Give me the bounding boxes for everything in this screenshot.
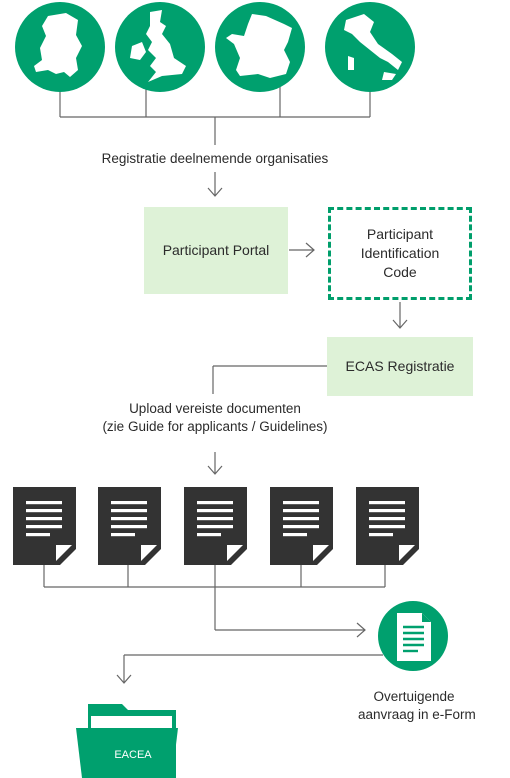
participant-portal-box: Participant Portal xyxy=(144,207,288,294)
connector-lines xyxy=(43,86,408,684)
registration-label: Registratie deelnemende organisaties xyxy=(101,151,329,166)
pic-label-line3: Code xyxy=(383,264,417,280)
document-icon xyxy=(356,487,419,565)
document-icon xyxy=(13,487,76,565)
netherlands-map-icon xyxy=(15,2,105,92)
document-icon xyxy=(270,487,333,565)
e-form-label-line1: Overtuigende xyxy=(373,689,455,704)
upload-label-line2: (zie Guide for applicants / Guidelines) xyxy=(102,419,328,434)
ecas-registratie-box: ECAS Registratie xyxy=(327,337,473,396)
upload-label-line1: Upload vereiste documenten xyxy=(129,401,301,416)
participant-identification-code-box: Participant Identification Code xyxy=(328,207,472,300)
document-icon xyxy=(98,487,161,565)
folder-label: EACEA xyxy=(114,749,152,761)
pic-label-line1: Participant xyxy=(366,226,434,242)
italy-map-icon xyxy=(325,2,415,92)
participant-portal-label: Participant Portal xyxy=(162,242,270,258)
upload-documents-label: Upload vereiste documenten (zie Guide fo… xyxy=(80,400,350,436)
document-icon xyxy=(184,487,247,565)
e-form-document-icon xyxy=(378,601,448,671)
e-form-label-line2: aanvraag in e-Form xyxy=(358,707,476,722)
france-map-icon xyxy=(215,2,305,92)
uk-map-icon xyxy=(115,2,205,92)
ecas-registratie-label: ECAS Registratie xyxy=(345,358,455,374)
folder-icon xyxy=(76,704,178,778)
document-row xyxy=(13,487,419,565)
pic-label-line2: Identification xyxy=(360,245,440,261)
e-form-label: Overtuigende aanvraag in e-Form xyxy=(358,688,476,724)
